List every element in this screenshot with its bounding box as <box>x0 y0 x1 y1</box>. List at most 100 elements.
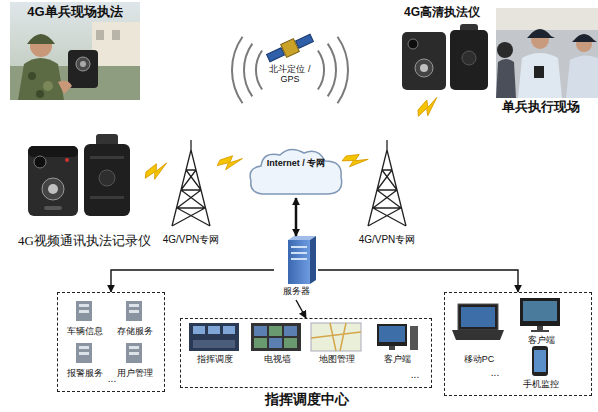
device-icon <box>520 298 560 326</box>
node-label: 客户端 <box>369 354 425 364</box>
satellite-symbol <box>265 32 314 65</box>
service-icon <box>129 346 139 349</box>
node-label: 报警服务 <box>63 368 107 378</box>
screen-thumbnail <box>189 323 418 351</box>
recorder-device <box>28 146 78 216</box>
photo-panel: 单兵执行现场 <box>496 8 598 118</box>
node-label: 指挥调度中心 <box>237 391 377 407</box>
function-item: 客户端 <box>369 322 425 368</box>
signal-waves <box>256 51 262 90</box>
field-photo <box>10 2 140 100</box>
device-icon <box>537 326 543 330</box>
recorder-device <box>408 39 418 49</box>
function-item: 客户端 <box>511 297 571 349</box>
scene-photo <box>496 8 598 30</box>
lightning-symbol <box>413 95 442 120</box>
node-label: 服务器 <box>270 286 322 296</box>
server-icon <box>310 236 316 284</box>
screen-thumbnail <box>311 323 361 351</box>
device-icon <box>523 301 557 321</box>
tower-symbol <box>172 140 210 226</box>
satellite-node: 北斗定位 / GPS <box>264 30 316 92</box>
function-item: 手机监控 <box>511 345 571 393</box>
server-icon <box>291 252 307 254</box>
function-item: 报警服务 <box>63 341 107 381</box>
network-cloud: Internet / 专网 <box>246 146 346 198</box>
recorder-device <box>415 59 433 77</box>
node-label: 4G单兵现场执法 <box>10 5 140 20</box>
function-item: 电视墙 <box>249 322 305 368</box>
service-icon <box>79 310 89 313</box>
field-photo <box>112 30 120 40</box>
device-icon <box>532 346 548 376</box>
node-label: 4G高清执法仪 <box>392 6 492 20</box>
node-label: ... <box>405 369 425 381</box>
cloud-outline <box>250 149 342 194</box>
server-node: 服务器 <box>274 236 318 300</box>
device-panel: 4G视频通讯执法记录仪 <box>2 140 167 252</box>
node-label: 4G/VPN专网 <box>354 234 420 246</box>
recorder-device <box>420 64 428 72</box>
function-item: 指挥调度 <box>187 322 243 368</box>
function-item: 移动PC <box>451 301 507 367</box>
signal-waves <box>328 44 336 97</box>
device-icon <box>461 307 495 327</box>
scene-photo <box>566 55 598 98</box>
satellite-symbol <box>267 48 285 62</box>
recorder-device <box>450 30 488 90</box>
tower-symbol <box>172 140 210 226</box>
field-photo <box>96 30 104 40</box>
scene-photo <box>496 8 598 98</box>
node-label: 车辆信息 <box>63 326 107 336</box>
node-label: 4G视频通讯执法记录仪 <box>2 234 167 249</box>
node-label: 移动PC <box>451 354 507 364</box>
screen-thumbnail <box>208 326 220 334</box>
screen-thumbnail <box>311 323 361 351</box>
connector <box>295 198 298 236</box>
field-photo <box>92 22 140 68</box>
node-label: 存储服务 <box>113 326 157 336</box>
signal-waves <box>232 37 243 104</box>
connector <box>111 270 274 292</box>
scene-photo <box>496 59 516 98</box>
scene-photo <box>518 53 562 98</box>
screen-thumbnail <box>284 338 297 348</box>
recorder-device <box>44 206 62 210</box>
recorder-device <box>99 170 115 186</box>
node-label: 北斗定位 / GPS <box>269 64 311 85</box>
screen-thumbnail <box>189 323 239 351</box>
group-box: 指挥调度中心...指挥调度电视墙地图管理客户端 <box>180 318 432 388</box>
recorder-device <box>90 196 124 199</box>
service-icon <box>76 301 92 321</box>
cloud-outline <box>246 146 346 198</box>
field-photo <box>76 57 90 71</box>
field-photo <box>27 34 55 44</box>
field-photo <box>10 2 140 100</box>
field-photo <box>58 81 72 94</box>
node-label: 单兵执行现场 <box>484 100 598 115</box>
group-box: ...车辆信息存储服务报警服务用户管理 <box>57 292 165 392</box>
signal-waves <box>338 37 349 104</box>
recorder-device <box>84 144 130 216</box>
field-photo <box>36 90 44 98</box>
server-icon <box>291 246 307 248</box>
lightning-symbol <box>142 160 170 182</box>
service-icon <box>129 310 139 313</box>
recorder-device <box>402 32 446 90</box>
recorder-device <box>462 51 476 65</box>
screen-thumbnail <box>284 326 297 336</box>
connector <box>296 300 306 318</box>
server-icon <box>288 240 310 284</box>
screen-thumbnail <box>193 326 205 334</box>
recorder-device <box>65 158 69 162</box>
lightning-symbol <box>341 151 369 170</box>
field-photo <box>18 58 64 100</box>
screen-thumbnail <box>269 338 282 348</box>
tower-node: 4G/VPN专网 <box>362 148 412 248</box>
satellite-symbol <box>281 39 300 58</box>
device-icon <box>534 350 546 372</box>
recorder-device <box>34 156 46 168</box>
field-photo <box>80 61 86 67</box>
field-photo <box>68 50 98 88</box>
